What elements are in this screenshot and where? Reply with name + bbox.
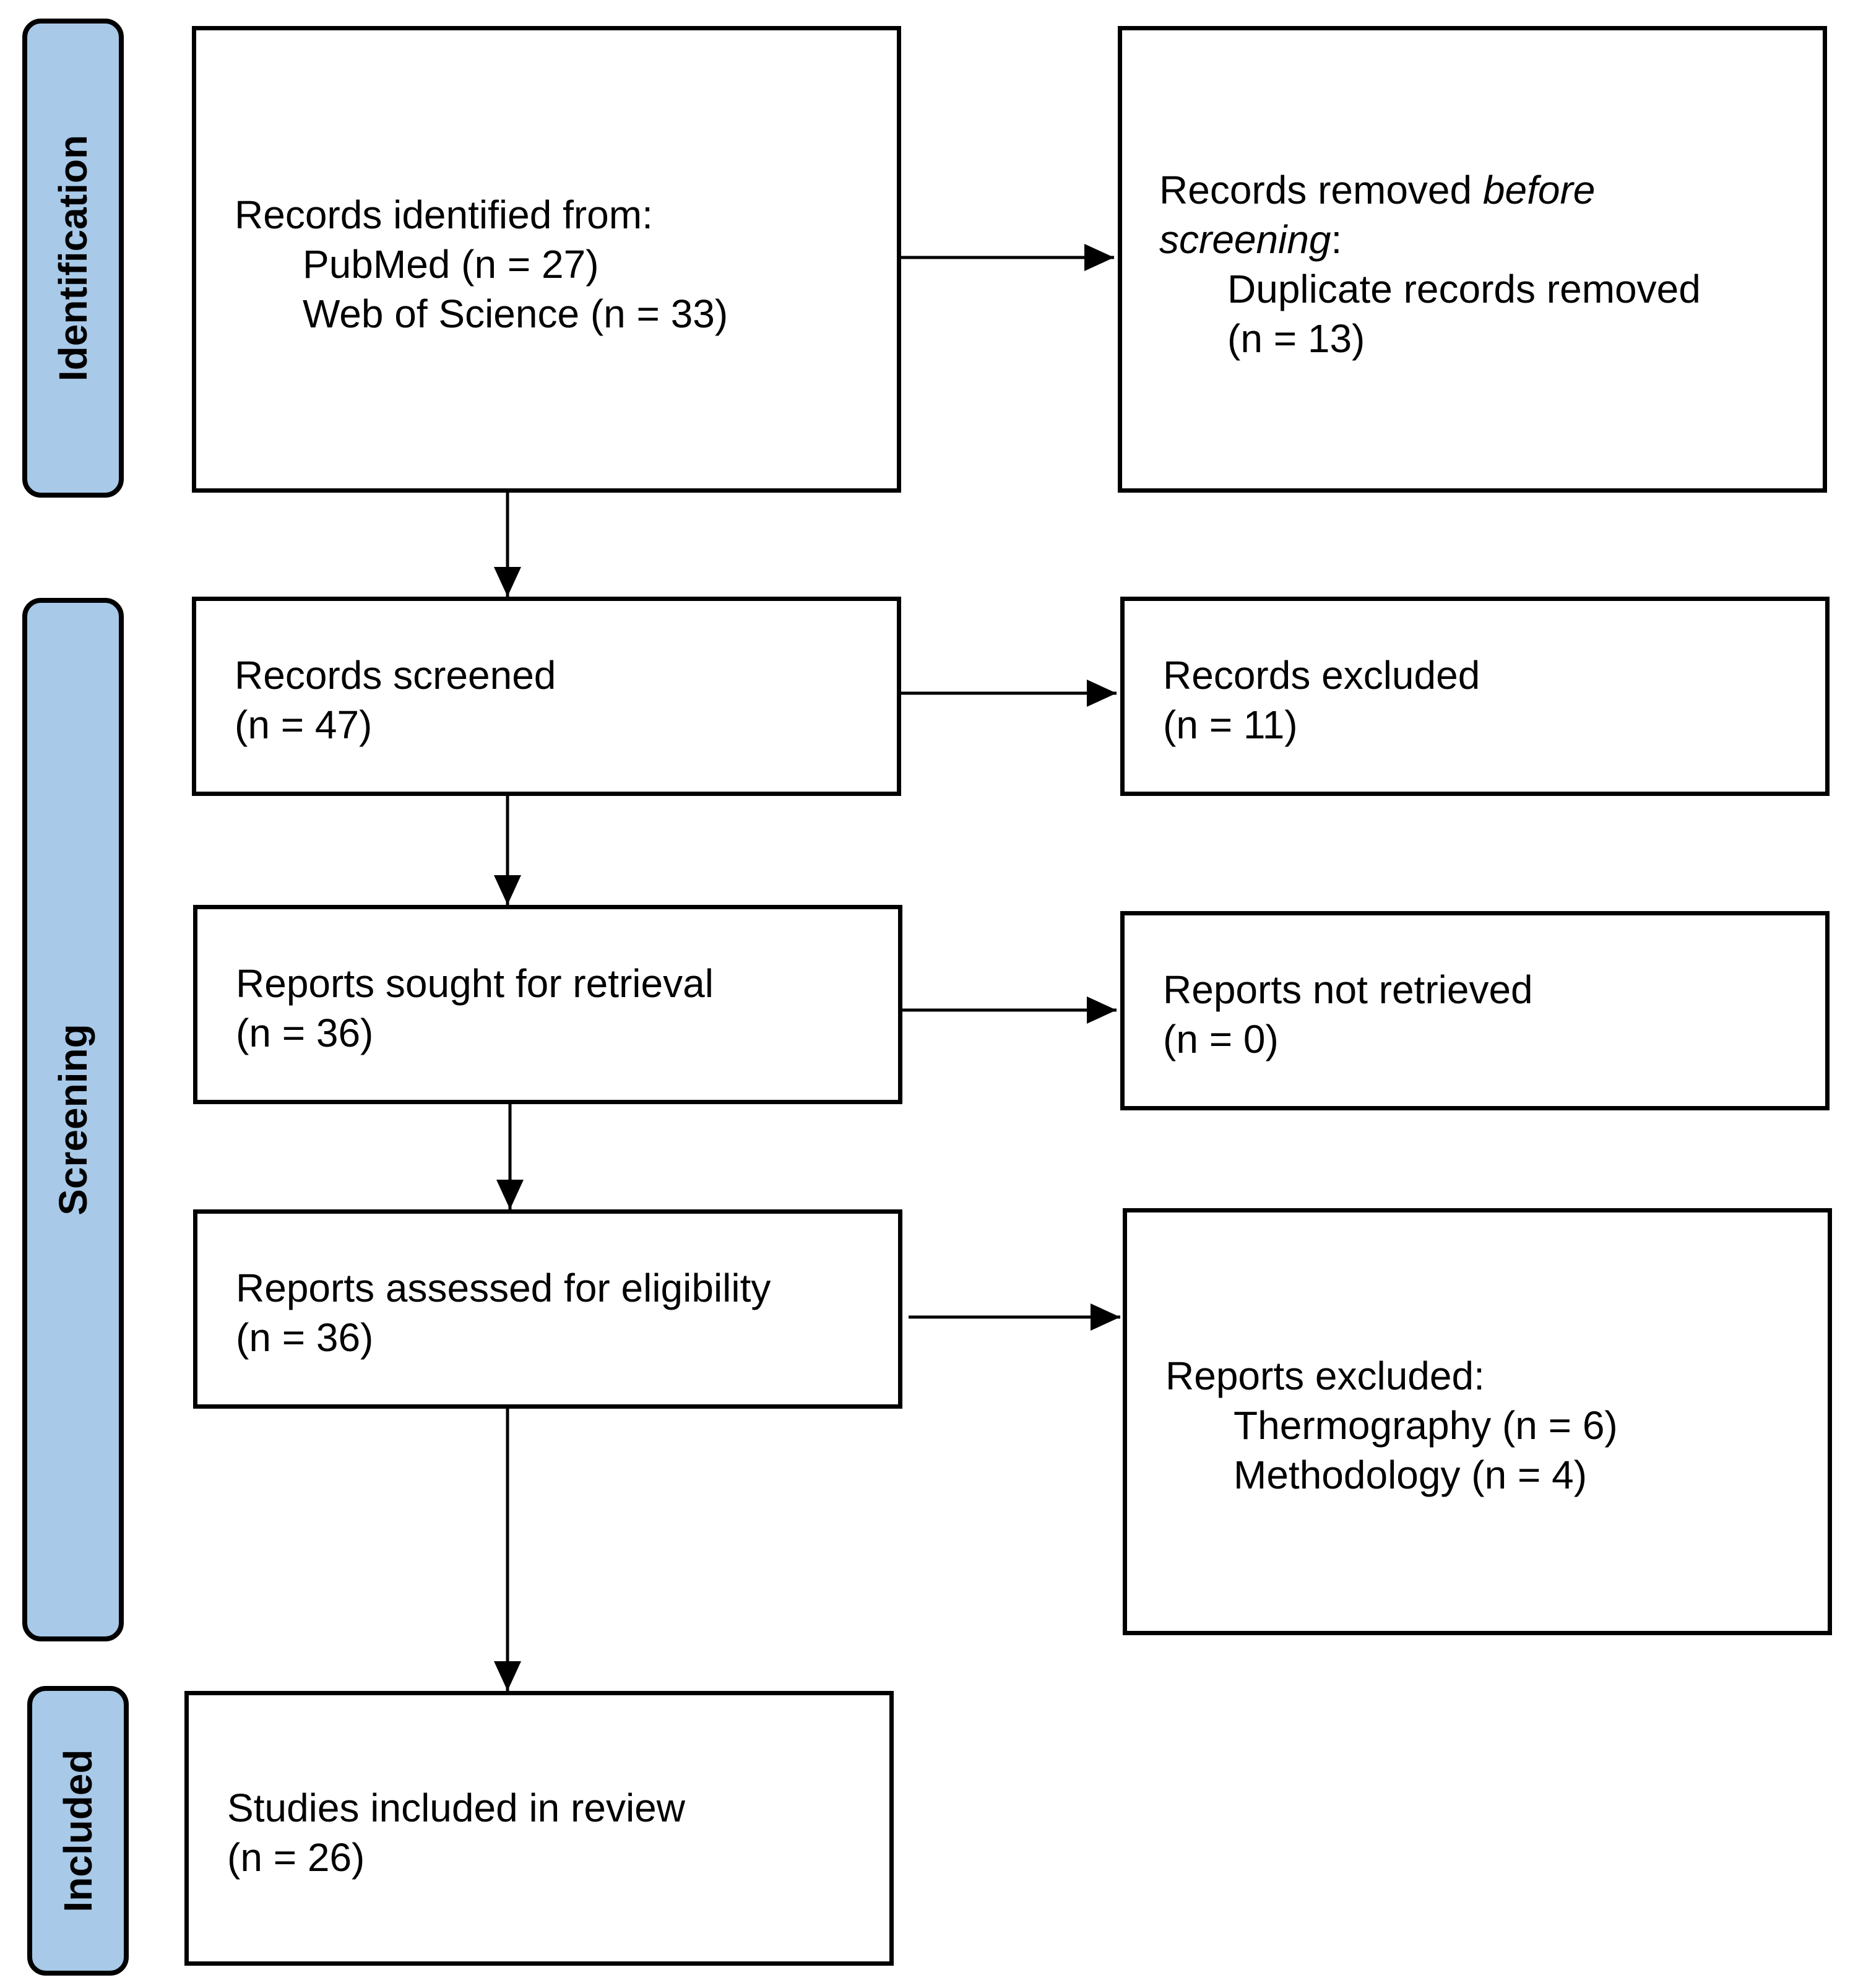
records-excluded-title: Records excluded [1163, 653, 1480, 698]
phase-screening: Screening [22, 598, 124, 1641]
records-removed-box: Records removed before screening: Duplic… [1118, 26, 1827, 493]
excluded-methodology: Methodology (n = 4) [1234, 1453, 1587, 1497]
records-screened-title: Records screened [235, 653, 556, 698]
records-screened-count: (n = 47) [235, 702, 373, 747]
reports-excluded-box: Reports excluded: Thermography (n = 6) M… [1123, 1208, 1832, 1635]
source-pubmed: PubMed (n = 27) [303, 242, 599, 287]
reports-not-retrieved-count: (n = 0) [1163, 1017, 1279, 1061]
records-removed-title-cont: screening: [1159, 217, 1342, 262]
studies-included-title: Studies included in review [227, 1786, 685, 1830]
reports-sought-count: (n = 36) [236, 1011, 374, 1055]
duplicates-removed: Duplicate records removed [1227, 267, 1701, 311]
reports-assessed-count: (n = 36) [236, 1315, 374, 1360]
records-identified-title: Records identified from: [235, 192, 653, 237]
reports-excluded-title: Reports excluded: [1165, 1354, 1485, 1398]
phase-included: Included [27, 1686, 129, 1976]
reports-not-retrieved-box: Reports not retrieved (n = 0) [1120, 911, 1830, 1110]
studies-included-box: Studies included in review (n = 26) [184, 1691, 894, 1966]
reports-assessed-title: Reports assessed for eligibility [236, 1266, 771, 1310]
reports-not-retrieved-title: Reports not retrieved [1163, 967, 1533, 1012]
source-web-of-science: Web of Science (n = 33) [303, 292, 728, 336]
records-screened-box: Records screened (n = 47) [192, 597, 901, 796]
records-removed-title: Records removed before [1159, 168, 1596, 212]
duplicates-removed-count: (n = 13) [1227, 316, 1365, 361]
records-excluded-box: Records excluded (n = 11) [1120, 597, 1830, 796]
phase-identification: Identification [22, 19, 124, 498]
records-excluded-count: (n = 11) [1163, 702, 1298, 747]
records-identified-box: Records identified from: PubMed (n = 27)… [192, 26, 901, 493]
reports-assessed-box: Reports assessed for eligibility (n = 36… [193, 1209, 902, 1409]
reports-sought-box: Reports sought for retrieval (n = 36) [193, 905, 902, 1104]
excluded-thermography: Thermography (n = 6) [1234, 1403, 1618, 1448]
studies-included-count: (n = 26) [227, 1835, 365, 1880]
reports-sought-title: Reports sought for retrieval [236, 961, 714, 1006]
